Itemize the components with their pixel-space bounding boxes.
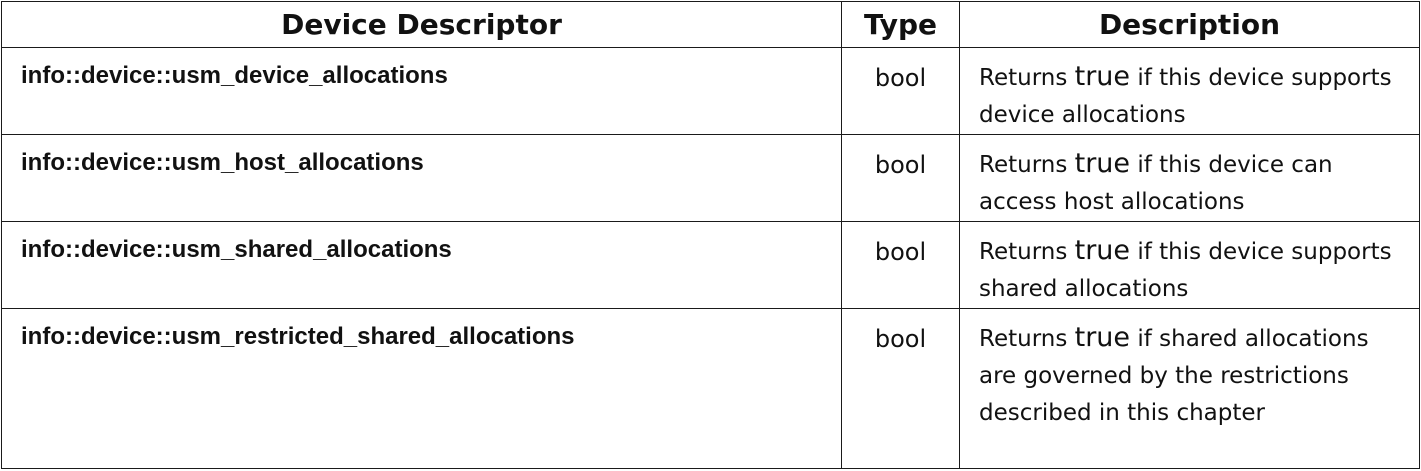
table-row: info::device::usm_shared_allocations boo… — [1, 221, 1420, 309]
description-cell: Returns true if shared allocations are g… — [959, 308, 1420, 469]
descriptor-cell: info::device::usm_shared_allocations — [1, 221, 842, 309]
true-keyword: true — [1074, 61, 1131, 92]
type-cell: bool — [841, 47, 960, 135]
table-row: info::device::usm_restricted_shared_allo… — [1, 308, 1420, 469]
description-suffix: if shared allocations are governed by th… — [979, 326, 1369, 426]
description-prefix: Returns — [979, 152, 1075, 178]
description-cell: Returns true if this device supports dev… — [959, 47, 1420, 135]
true-keyword: true — [1074, 322, 1131, 353]
type-cell: bool — [841, 308, 960, 469]
table-body: info::device::usm_device_allocations boo… — [1, 47, 1420, 469]
type-cell: bool — [841, 134, 960, 222]
description-prefix: Returns — [979, 239, 1075, 265]
table-row: info::device::usm_device_allocations boo… — [1, 47, 1420, 135]
true-keyword: true — [1074, 148, 1131, 179]
descriptor-cell: info::device::usm_host_allocations — [1, 134, 842, 222]
header-device-descriptor: Device Descriptor — [1, 1, 842, 48]
description-prefix: Returns — [979, 65, 1075, 91]
description-suffix: if this device supports shared allocatio… — [979, 239, 1392, 302]
table-row: info::device::usm_host_allocations bool … — [1, 134, 1420, 222]
description-cell: Returns true if this device supports sha… — [959, 221, 1420, 309]
header-type: Type — [841, 1, 960, 48]
header-row: Device Descriptor Type Description — [1, 1, 1420, 48]
header-description: Description — [959, 1, 1420, 48]
descriptor-cell: info::device::usm_device_allocations — [1, 47, 842, 135]
table-header: Device Descriptor Type Description — [1, 1, 1420, 48]
description-suffix: if this device can access host allocatio… — [979, 152, 1333, 215]
type-cell: bool — [841, 221, 960, 309]
descriptor-cell: info::device::usm_restricted_shared_allo… — [1, 308, 842, 469]
description-suffix: if this device supports device allocatio… — [979, 65, 1392, 128]
true-keyword: true — [1074, 235, 1131, 266]
description-cell: Returns true if this device can access h… — [959, 134, 1420, 222]
description-prefix: Returns — [979, 326, 1075, 352]
